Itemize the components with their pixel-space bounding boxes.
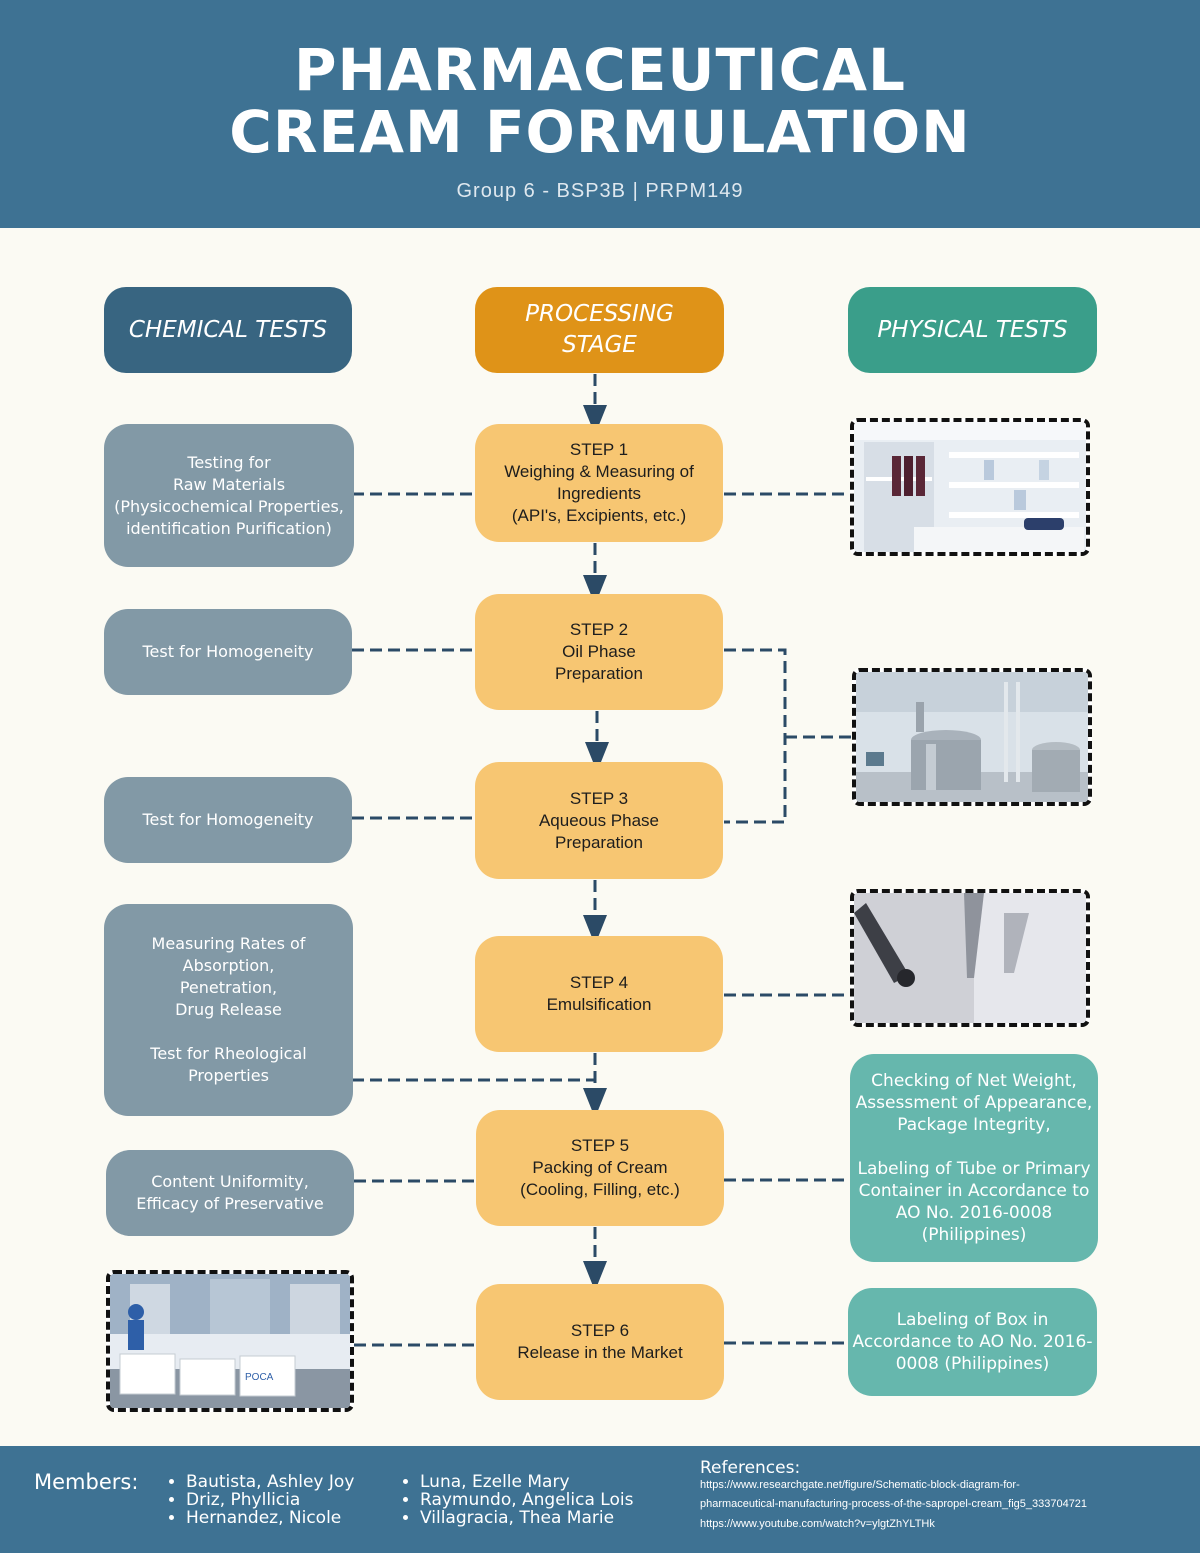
header-banner <box>0 0 1200 228</box>
photo-lab-shelves <box>850 418 1090 556</box>
chemical-test-homogeneity-2-label: Test for Homogeneity <box>142 810 314 829</box>
step-3-box: STEP 3 Aqueous Phase Preparation <box>475 762 723 879</box>
processing-stage-header: PROCESSING STAGE <box>475 287 724 373</box>
member-name: Villagracia, Thea Marie <box>420 1509 633 1527</box>
photo-emulsification-mixer <box>850 889 1090 1027</box>
physical-test-box-labeling: Labeling of Box in Accordance to AO No. … <box>848 1288 1097 1396</box>
physical-test-net-weight-labeling: Checking of Net Weight, Assessment of Ap… <box>850 1054 1098 1262</box>
physical-tests-label: PHYSICAL TESTS <box>877 316 1068 343</box>
physical-tests-header: PHYSICAL TESTS <box>848 287 1097 373</box>
footer-banner <box>0 1446 1200 1553</box>
step-3-label: STEP 3 Aqueous Phase Preparation <box>538 788 660 852</box>
chemical-tests-header: CHEMICAL TESTS <box>104 287 352 373</box>
step-2-label: STEP 2 Oil Phase Preparation <box>555 620 643 683</box>
lab-shelves-image <box>854 422 1086 552</box>
link-step2-bracket <box>724 648 787 824</box>
references-title: References: <box>700 1458 801 1478</box>
step-2-box: STEP 2 Oil Phase Preparation <box>475 594 723 710</box>
step-6-box: STEP 6 Release in the Market <box>476 1284 724 1400</box>
member-name: Driz, Phyllicia <box>186 1491 354 1509</box>
chemical-test-homogeneity-1-label: Test for Homogeneity <box>142 642 314 661</box>
member-name: Hernandez, Nicole <box>186 1509 354 1527</box>
step-1-box: STEP 1 Weighing & Measuring of Ingredien… <box>475 424 723 542</box>
members-list-col2: Luna, Ezelle Mary Raymundo, Angelica Loi… <box>400 1473 633 1527</box>
packing-carton-text: POCA <box>245 1372 274 1383</box>
physical-test-box-labeling-label: Labeling of Box in Accordance to AO No. … <box>852 1310 1093 1374</box>
page-title-line1: PHARMACEUTICAL <box>293 36 907 104</box>
link-chem4-step5 <box>352 1078 597 1103</box>
reference-link-1a[interactable]: https://www.researchgate.net/figure/Sche… <box>700 1479 1020 1491</box>
step-4-box: STEP 4 Emulsification <box>475 936 723 1052</box>
chemical-test-homogeneity-1: Test for Homogeneity <box>104 609 352 695</box>
packing-line-image: POCA <box>110 1274 350 1408</box>
mixing-tanks-image <box>856 672 1088 802</box>
page-subtitle: Group 6 - BSP3B | PRPM149 <box>456 180 744 202</box>
chemical-test-absorption-rheology-label: Measuring Rates of Absorption, Penetrati… <box>150 934 307 1085</box>
physical-test-net-weight-labeling-label: Checking of Net Weight, Assessment of Ap… <box>855 1071 1093 1245</box>
chemical-test-content-uniformity-label: Content Uniformity, Efficacy of Preserva… <box>136 1172 324 1213</box>
processing-stage-label: PROCESSING STAGE <box>525 301 674 358</box>
step-4-label: STEP 4 Emulsification <box>546 973 652 1014</box>
member-name: Luna, Ezelle Mary <box>420 1473 633 1491</box>
chemical-test-raw-materials-label: Testing for Raw Materials (Physicochemic… <box>114 452 344 538</box>
chemical-tests-label: CHEMICAL TESTS <box>128 316 328 343</box>
chemical-test-absorption-rheology: Measuring Rates of Absorption, Penetrati… <box>104 904 353 1116</box>
step-5-label: STEP 5 Packing of Cream (Cooling, Fillin… <box>520 1136 680 1199</box>
step-1-label: STEP 1 Weighing & Measuring of Ingredien… <box>504 440 694 525</box>
page-title-line2: CREAM FORMULATION <box>229 98 971 166</box>
chemical-test-raw-materials: Testing for Raw Materials (Physicochemic… <box>104 424 354 567</box>
members-list-col1: Bautista, Ashley Joy Driz, Phyllicia Her… <box>166 1473 354 1527</box>
member-name: Bautista, Ashley Joy <box>186 1473 354 1491</box>
step-6-label: STEP 6 Release in the Market <box>517 1321 683 1362</box>
chemical-test-homogeneity-2: Test for Homogeneity <box>104 777 352 863</box>
chemical-test-content-uniformity: Content Uniformity, Efficacy of Preserva… <box>106 1150 354 1236</box>
step-5-box: STEP 5 Packing of Cream (Cooling, Fillin… <box>476 1110 724 1226</box>
reference-link-2[interactable]: https://www.youtube.com/watch?v=ylgtZhYL… <box>700 1518 935 1530</box>
emulsification-mixer-image <box>854 893 1086 1023</box>
photo-packing-line: POCA <box>106 1270 354 1412</box>
photo-mixing-tanks <box>852 668 1092 806</box>
reference-link-1b[interactable]: pharmaceutical-manufacturing-process-of-… <box>700 1498 1088 1510</box>
members-label: Members: <box>34 1470 139 1494</box>
member-name: Raymundo, Angelica Lois <box>420 1491 633 1509</box>
